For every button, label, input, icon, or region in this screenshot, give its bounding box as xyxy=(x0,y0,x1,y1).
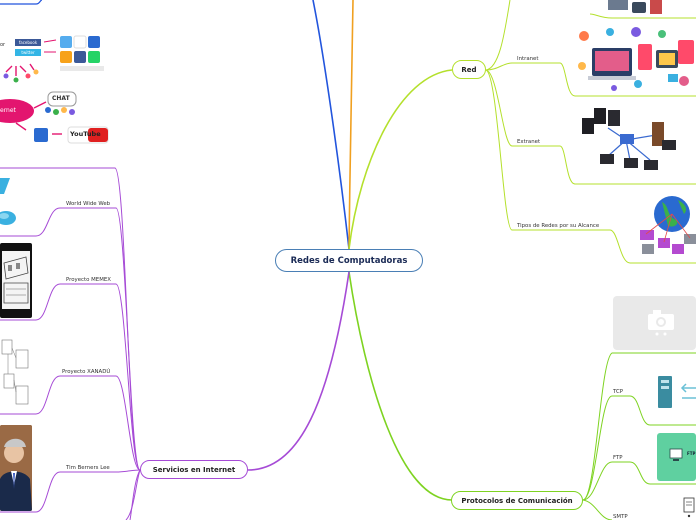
subtopic-tcp[interactable]: TCP xyxy=(613,389,623,395)
topic-servicios-label: Servicios en Internet xyxy=(152,465,236,474)
extranet-illustration xyxy=(582,108,676,170)
subtopic-tipos-redes[interactable]: Tipos de Redes por su Alcance xyxy=(517,223,600,229)
image-tcp[interactable] xyxy=(652,372,696,412)
image-ftp[interactable]: FTP xyxy=(657,433,696,481)
topic-servicios[interactable]: Servicios en Internet xyxy=(140,460,248,479)
intranet-illustration xyxy=(578,27,694,91)
network-globe-illustration xyxy=(640,196,696,254)
subtopic-www[interactable]: World Wide Web xyxy=(66,201,111,207)
ftp-computer-icon xyxy=(669,448,683,461)
image-social-media[interactable]: or facebook twitter ernet CHAT YouTube xyxy=(0,30,112,148)
social-left-label: or xyxy=(0,42,6,48)
image-tim-berners-lee-photo[interactable] xyxy=(0,425,32,511)
subtopic-smtp[interactable]: SMTP xyxy=(613,514,628,520)
youtube-label: YouTube xyxy=(70,130,101,138)
topic-protocolos[interactable]: Protocolos de Comunicación xyxy=(451,491,583,510)
image-tipos-redes[interactable] xyxy=(636,194,696,258)
subtopic-ftp[interactable]: FTP xyxy=(613,455,623,461)
branch-line-blue xyxy=(312,0,350,250)
image-extranet[interactable] xyxy=(578,104,678,178)
twitter-badge: twitter xyxy=(15,49,41,56)
image-smtp[interactable] xyxy=(682,496,696,520)
camera-icon xyxy=(648,310,674,336)
subtopic-extranet[interactable]: Extranet xyxy=(517,139,541,145)
internet-label: ernet xyxy=(0,107,16,114)
xanadu-diagram-illustration xyxy=(1,339,29,405)
chat-label: CHAT xyxy=(52,95,70,102)
image-placeholder[interactable] xyxy=(613,296,696,350)
subtopic-intranet[interactable]: Intranet xyxy=(517,56,539,62)
smtp-device-icon xyxy=(683,497,695,518)
social-icons-cluster xyxy=(0,35,109,144)
image-xanadu[interactable] xyxy=(0,330,32,416)
portrait-photo xyxy=(0,425,32,511)
devices-illustration xyxy=(608,0,662,14)
image-www[interactable] xyxy=(0,172,18,230)
tcp-server-illustration xyxy=(658,376,696,408)
memex-machine-illustration xyxy=(2,251,30,309)
topic-protocolos-label: Protocolos de Comunicación xyxy=(461,496,573,505)
subtopic-xanadu[interactable]: Proyecto XANADÚ xyxy=(62,369,111,375)
image-top-right-devices[interactable] xyxy=(604,0,664,16)
branch-line-orange xyxy=(348,0,354,250)
central-topic[interactable]: Redes de Computadoras xyxy=(275,249,423,272)
image-intranet[interactable] xyxy=(574,26,696,94)
facebook-badge: facebook xyxy=(15,39,41,46)
subtopic-memex[interactable]: Proyecto MEMEX xyxy=(66,277,111,283)
subtopic-tim-berners-lee[interactable]: Tim Berners Lee xyxy=(66,465,110,471)
branch-line-protocolos xyxy=(348,271,453,501)
branch-line-servicios xyxy=(247,271,350,471)
topic-red[interactable]: Red xyxy=(452,60,486,79)
image-memex[interactable] xyxy=(0,243,32,318)
topic-red-label: Red xyxy=(461,65,477,74)
www-globe-icon xyxy=(0,178,16,225)
branch-line-red xyxy=(348,69,453,250)
ftp-panel-label: FTP xyxy=(687,451,696,456)
